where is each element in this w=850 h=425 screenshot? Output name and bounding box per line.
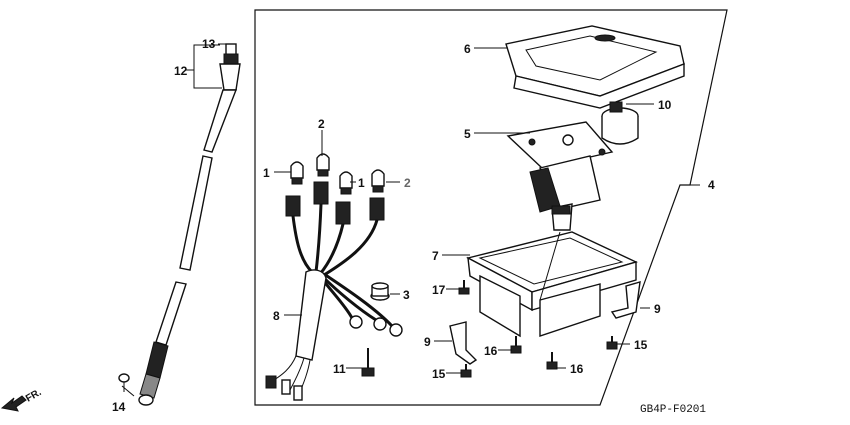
grommet-3	[370, 282, 390, 301]
bulb-1a	[290, 161, 304, 185]
callout-2a: 2	[318, 117, 325, 131]
callout-5: 5	[464, 127, 471, 141]
cable-bracket-12	[186, 44, 222, 89]
bolt-11	[361, 348, 375, 377]
speedometer-cable	[138, 43, 241, 406]
meter-body	[506, 121, 614, 231]
meter-case	[466, 231, 638, 338]
callout-7: 7	[432, 249, 439, 263]
callout-4: 4	[708, 178, 715, 192]
light-socket-10	[601, 101, 639, 145]
callout-6: 6	[464, 42, 471, 56]
meter-cover	[505, 25, 685, 109]
callout-9a: 9	[424, 335, 431, 349]
callout-8: 8	[273, 309, 280, 323]
diagram-code: GB4P-F0201	[640, 404, 706, 416]
bulb-2b	[371, 169, 385, 193]
fr-label: FR.	[24, 387, 44, 405]
callout-1b: 1	[358, 176, 365, 190]
callout-13: 13	[202, 37, 216, 51]
callout-15b: 15	[634, 338, 648, 352]
bolt-15b	[606, 336, 618, 350]
bracket-9b	[610, 281, 641, 319]
callout-16a: 16	[484, 344, 498, 358]
bolt-16b	[546, 352, 558, 370]
bulb-2a	[316, 153, 330, 177]
callout-16b: 16	[570, 362, 584, 376]
bracket-9a	[449, 321, 478, 365]
front-direction-arrow: FR.	[0, 387, 44, 412]
bulb-1b	[339, 171, 353, 195]
wire-harness	[265, 181, 403, 401]
callout-17: 17	[432, 283, 446, 297]
callout-14: 14	[112, 400, 126, 414]
bolt-17	[458, 280, 470, 295]
leader-lines	[121, 43, 654, 397]
assembly-frame	[254, 9, 728, 406]
callout-9b: 9	[654, 302, 661, 316]
callout-10: 10	[658, 98, 672, 112]
callout-15a: 15	[432, 367, 446, 381]
bolt-15a	[460, 364, 472, 378]
bolt-16a	[510, 336, 522, 354]
screw-14	[118, 373, 130, 392]
callout-3: 3	[403, 288, 410, 302]
callout-11: 11	[333, 362, 346, 376]
callout-12: 12	[174, 64, 188, 78]
callout-1a: 1	[263, 166, 270, 180]
callout-2b: 2	[404, 176, 411, 190]
